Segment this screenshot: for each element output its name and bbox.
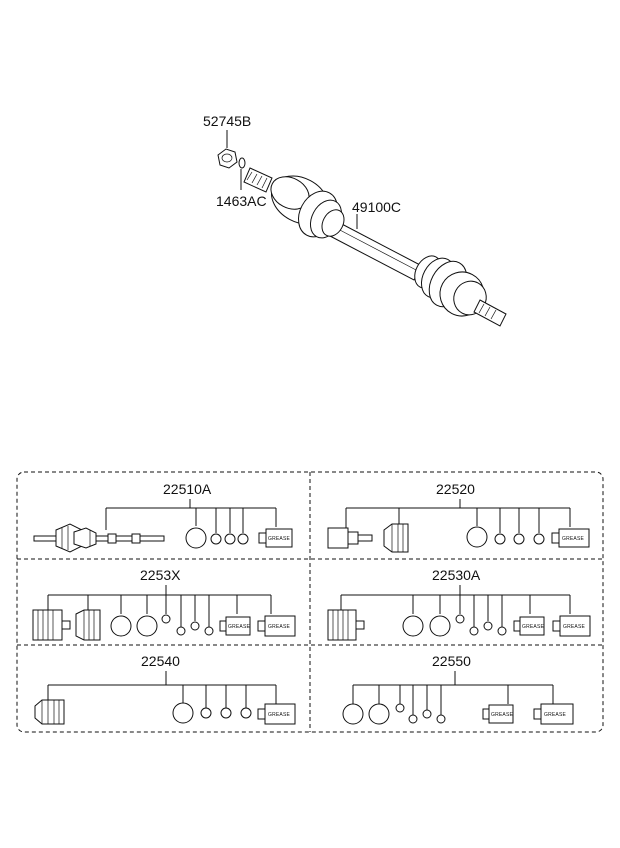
svg-text:GREASE: GREASE [563, 624, 586, 630]
svg-text:GREASE: GREASE [268, 712, 291, 718]
grease-tube-icon: GREASE [551, 528, 590, 548]
label-nut: 52745B [203, 113, 251, 129]
svg-text:GREASE: GREASE [491, 712, 514, 718]
svg-text:GREASE: GREASE [562, 536, 585, 542]
svg-text:GREASE: GREASE [522, 624, 545, 630]
kit-22520-parts: GREASE [327, 499, 590, 553]
grease-tube-icon: GREASE [219, 616, 251, 636]
kit-22540-parts: GREASE [34, 671, 296, 725]
svg-text:GREASE: GREASE [228, 624, 251, 630]
grease-tube-icon: GREASE [257, 615, 296, 637]
kit-label-22530A: 22530A [432, 567, 481, 583]
grease-tube-icon: GREASE [482, 704, 514, 724]
drive-shaft-illustration [243, 167, 507, 327]
grease-tube-icon: GREASE [513, 616, 545, 636]
kit-2253X-parts: GREASE GREASE [32, 585, 296, 641]
svg-text:GREASE: GREASE [544, 712, 567, 718]
kit-label-22540: 22540 [141, 653, 180, 669]
kit-label-22520: 22520 [436, 481, 475, 497]
svg-text:GREASE: GREASE [268, 536, 291, 542]
grease-tube-icon: GREASE [552, 615, 591, 637]
kit-label-22510A: 22510A [163, 481, 212, 497]
label-pin: 1463AC [216, 193, 267, 209]
kit-22510A-parts: GREASE [33, 499, 293, 553]
grease-tube-icon: GREASE [257, 703, 296, 725]
label-shaft-assembly: 49100C [352, 199, 401, 215]
kit-label-22550: 22550 [432, 653, 471, 669]
kit-label-2253X: 2253X [140, 567, 181, 583]
nut-icon [217, 148, 238, 169]
split-pin-icon [238, 157, 246, 169]
grease-tube-icon: GREASE [533, 703, 574, 725]
kit-22550-parts: GREASE GREASE [342, 671, 574, 725]
kit-table [16, 471, 604, 733]
kit-22530A-parts: GREASE GREASE [327, 585, 591, 641]
grease-tube-icon: GREASE [258, 528, 293, 548]
svg-text:GREASE: GREASE [268, 624, 291, 630]
